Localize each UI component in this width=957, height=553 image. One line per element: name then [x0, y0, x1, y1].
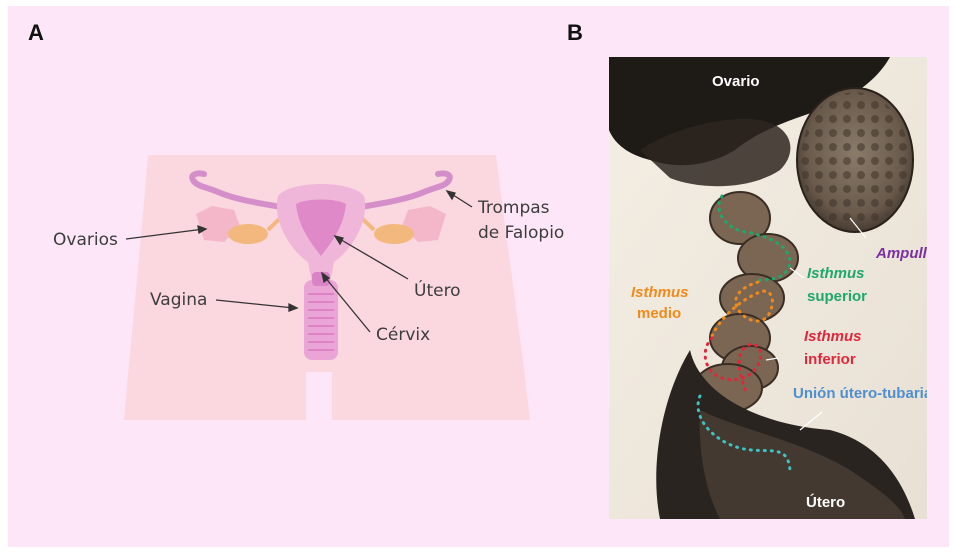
panel-a-letter: A: [28, 20, 44, 45]
label-isthmus-medio-line2: medio: [637, 305, 681, 322]
ampulla-cells: [801, 92, 909, 228]
label-union-utero-tubaria: Unión útero-tubaria: [793, 385, 933, 402]
ovary-left: [228, 224, 268, 244]
label-isthmus-superior-line1: Isthmus: [807, 265, 865, 282]
label-vagina: Vagina: [150, 290, 207, 310]
label-utero-a: Útero: [414, 279, 461, 301]
label-ampulla: Ampulla: [875, 245, 935, 262]
label-ovarios: Ovarios: [53, 230, 118, 250]
label-utero-b: Útero: [806, 493, 845, 511]
label-cervix: Cérvix: [376, 325, 430, 345]
panel-b: B: [567, 20, 935, 519]
label-trompas-line1: Trompas: [477, 198, 550, 218]
label-isthmus-medio-line1: Isthmus: [631, 284, 689, 301]
panel-b-letter: B: [567, 20, 583, 45]
label-ovario: Ovario: [712, 73, 760, 90]
label-isthmus-inferior-line2: inferior: [804, 351, 856, 368]
label-isthmus-inferior-line1: Isthmus: [804, 328, 862, 345]
label-trompas-line2: de Falopio: [478, 223, 564, 243]
vagina-shape: [304, 280, 338, 360]
label-isthmus-superior-line2: superior: [807, 288, 867, 305]
ovary-right: [374, 224, 414, 244]
